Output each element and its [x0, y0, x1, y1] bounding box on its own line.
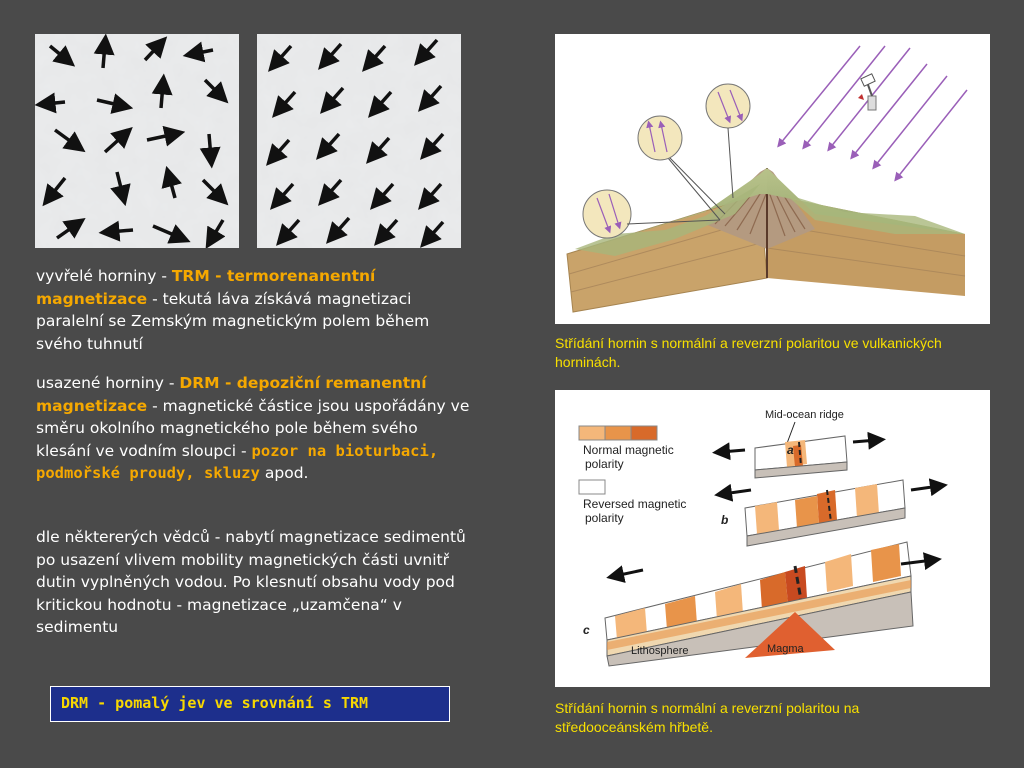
random-domains-arrows — [35, 34, 239, 248]
sample-circle-2 — [637, 115, 726, 215]
trm-lead: vyvřelé horniny - — [36, 267, 172, 285]
svg-text:b: b — [721, 513, 728, 527]
ridge-diagram: Mid-ocean ridge Normal magnetic polarity… — [555, 390, 990, 687]
svg-text:Normal magnetic: Normal magnetic — [583, 443, 674, 457]
paragraph-drm: usazené horniny - DRM - depoziční remane… — [36, 372, 476, 485]
sample-circle-1 — [582, 151, 721, 239]
drm-callout-text: DRM - pomalý jev ve srovnání s TRM — [61, 694, 369, 712]
svg-text:c: c — [583, 623, 590, 637]
svg-text:Reversed magnetic: Reversed magnetic — [583, 497, 686, 511]
drm-tail: apod. — [259, 464, 309, 482]
svg-text:polarity: polarity — [585, 457, 624, 471]
volcano-diagram — [555, 34, 990, 324]
volcano-figure — [555, 34, 990, 324]
label-lithosphere: Lithosphere — [631, 645, 689, 657]
paragraph-post-depositional: dle některerých vědců - nabytí magnetiza… — [36, 526, 476, 639]
ridge-slab-a: a — [712, 431, 886, 479]
compass-icon — [858, 73, 877, 111]
drm-lead: usazené horniny - — [36, 374, 180, 392]
sample-circle-3 — [705, 83, 751, 199]
post-depositional-text: dle některerých vědců - nabytí magnetiza… — [36, 528, 466, 636]
ridge-slab-b: b — [714, 478, 948, 547]
drm-warning: pozor na bioturbaci, podmořské proudy, s… — [36, 441, 439, 483]
ridge-slab-c: Lithosphere Magma c — [583, 541, 942, 667]
random-domains-image — [35, 34, 239, 248]
label-magma: Magma — [767, 643, 805, 655]
volcano-caption: Střídání hornin s normální a reverzní po… — [555, 335, 942, 370]
paragraph-trm: vyvřelé horniny - TRM - termorenanentní … — [36, 265, 476, 355]
ridge-figure: Mid-ocean ridge Normal magnetic polarity… — [555, 390, 990, 687]
aligned-domains-image — [257, 34, 461, 248]
ridge-caption: Střídání hornin s normální a reverzní po… — [555, 700, 860, 735]
trm-rest: - tekutá láva získává magnetizaci parale… — [36, 289, 430, 353]
drm-callout-box: DRM - pomalý jev ve srovnání s TRM — [50, 686, 450, 722]
trm-term: TRM - termorenanentní magnetizace — [36, 267, 376, 308]
legend-reversed: Reversed magnetic polarity — [578, 479, 686, 525]
svg-text:a: a — [787, 443, 794, 457]
label-mid-ocean-ridge: Mid-ocean ridge — [765, 409, 844, 421]
drm-rest: - magnetické částice jsou uspořádány ve … — [36, 396, 470, 460]
svg-text:polarity: polarity — [585, 511, 624, 525]
legend-normal: Normal magnetic polarity — [578, 425, 674, 471]
aligned-domains-arrows — [257, 34, 461, 248]
drm-term: DRM - depoziční remanentní magnetizace — [36, 374, 427, 415]
